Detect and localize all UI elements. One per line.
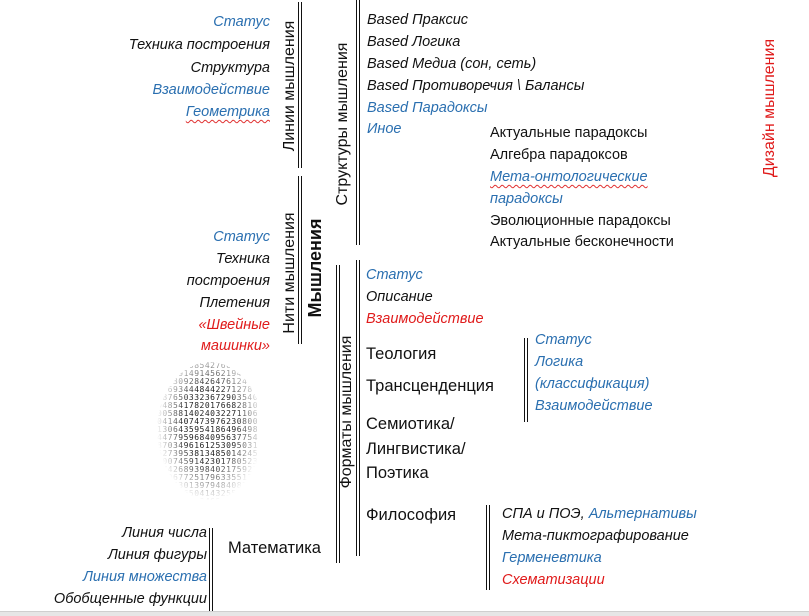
lines-technique: Техника построения — [128, 37, 270, 53]
math-item: Обобщенные функции — [53, 591, 207, 607]
heading-structures: Структуры мышления — [334, 42, 351, 206]
math-item: Линия множества — [82, 569, 207, 585]
heading-thinking: Мышления — [305, 218, 325, 318]
paradox-item: Эволюционные парадоксы — [490, 213, 671, 229]
number-sphere-image: 4512450854276042615410991491456219425317… — [157, 362, 259, 500]
lines-status: Статус — [213, 14, 270, 30]
paradox-item: Алгебра парадоксов — [490, 147, 628, 163]
theology-item: Взаимодействие — [535, 398, 653, 414]
topic-linguistics: Лингвистика/ — [366, 440, 466, 458]
paradox-item: Актуальные парадоксы — [490, 125, 648, 141]
divider-lines — [298, 2, 302, 168]
lines-structure: Структура — [190, 60, 270, 76]
philosophy-item: Мета-пиктографирование — [502, 528, 689, 544]
topic-theology: Теология — [366, 345, 437, 363]
threads-sewing-1: «Швейные — [198, 317, 270, 333]
formats-status: Статус — [366, 267, 423, 283]
structures-item: Based Праксис — [367, 12, 469, 28]
heading-threads: Нити мышления — [281, 212, 298, 334]
theology-item: (классификация) — [535, 376, 650, 392]
divider-threads — [298, 176, 302, 344]
structures-item: Based Парадоксы — [367, 100, 488, 116]
structures-item: Иное — [367, 121, 402, 137]
threads-weaving: Плетения — [199, 295, 270, 311]
structures-item: Based Медиа (сон, сеть) — [367, 56, 537, 72]
structures-item: Based Противоречия \ Балансы — [367, 78, 585, 94]
divider-formats-outer — [336, 265, 340, 563]
philosophy-item: Схематизации — [502, 572, 605, 588]
philosophy-alternatives: Альтернативы — [588, 506, 697, 522]
threads-sewing-2: машинки» — [200, 338, 270, 354]
heading-design: Дизайн мышления — [761, 38, 778, 178]
paradox-item: Актуальные бесконечности — [490, 234, 674, 250]
topic-transcendence: Трансценденция — [366, 377, 494, 395]
theology-item: Логика — [535, 354, 584, 370]
threads-technique: Техника — [215, 251, 270, 267]
theology-item: Статус — [535, 332, 592, 348]
math-item: Линия числа — [122, 525, 207, 541]
topic-poetics: Поэтика — [366, 464, 429, 482]
lines-interaction: Взаимодействие — [152, 82, 270, 98]
philosophy-spa: СПА и ПОЭ, — [502, 506, 585, 522]
divider-formats-inner — [356, 260, 360, 556]
philosophy-item: Герменевтика — [502, 550, 602, 566]
formats-description: Описание — [366, 289, 433, 305]
structures-item: Based Логика — [367, 34, 461, 50]
topic-semiotics: Семиотика/ — [366, 415, 455, 433]
heading-formats: Форматы мышления — [338, 335, 355, 489]
formats-interaction: Взаимодействие — [366, 311, 484, 327]
divider-theology — [524, 338, 528, 422]
threads-construction: построения — [186, 273, 270, 289]
paradox-item: Мета-онтологические — [490, 169, 648, 185]
divider-structures — [356, 0, 360, 245]
paradox-item: парадоксы — [490, 191, 563, 207]
lines-geometrics: Геометрика — [185, 104, 270, 120]
bottom-scrollbar — [0, 611, 809, 616]
heading-lines: Линии мышления — [281, 20, 298, 152]
divider-math — [209, 528, 213, 612]
math-item: Линия фигуры — [107, 547, 207, 563]
topic-philosophy: Философия — [366, 506, 457, 524]
philosophy-item: СПА и ПОЭ, Альтернативы — [502, 505, 697, 523]
divider-philosophy — [486, 505, 490, 590]
math-label: Математика — [228, 539, 321, 557]
threads-status: Статус — [213, 229, 270, 245]
